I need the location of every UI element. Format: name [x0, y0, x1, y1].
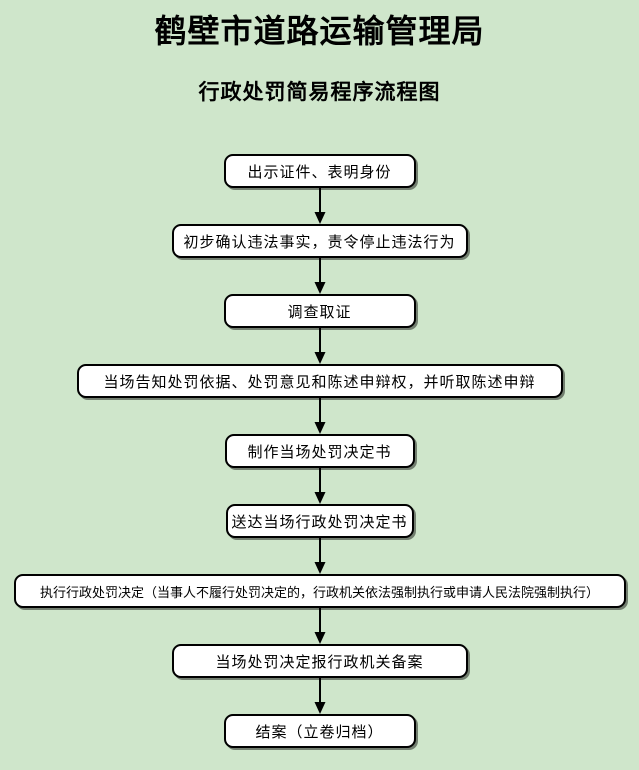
flow-step-3: 调查取证	[223, 294, 416, 328]
down-arrow-icon	[313, 258, 327, 294]
flow-step-2: 初步确认违法事实，责令停止违法行为	[171, 224, 468, 258]
down-arrow-icon	[313, 468, 327, 504]
flow-step-6: 送达当场行政处罚决定书	[225, 504, 414, 538]
down-arrow-icon	[313, 188, 327, 224]
flowchart: 出示证件、表明身份初步确认违法事实，责令停止违法行为调查取证当场告知处罚依据、处…	[0, 154, 639, 748]
page-subtitle: 行政处罚简易程序流程图	[198, 81, 441, 104]
flow-step-7: 执行行政处罚决定（当事人不履行处罚决定的，行政机关依法强制执行或申请人民法院强制…	[13, 574, 626, 608]
down-arrow-icon	[313, 328, 327, 364]
page-title: 鹤壁市道路运输管理局	[154, 13, 485, 49]
down-arrow-icon	[313, 538, 327, 574]
flow-step-5: 制作当场处罚决定书	[224, 434, 415, 468]
down-arrow-icon	[313, 678, 327, 714]
flow-step-9: 结案（立卷归档）	[223, 714, 416, 748]
flow-step-4: 当场告知处罚依据、处罚意见和陈述申辩权，并听取陈述申辩	[76, 364, 563, 398]
flow-step-1: 出示证件、表明身份	[223, 154, 416, 188]
down-arrow-icon	[313, 398, 327, 434]
flow-step-8: 当场处罚决定报行政机关备案	[171, 644, 468, 678]
down-arrow-icon	[313, 608, 327, 644]
